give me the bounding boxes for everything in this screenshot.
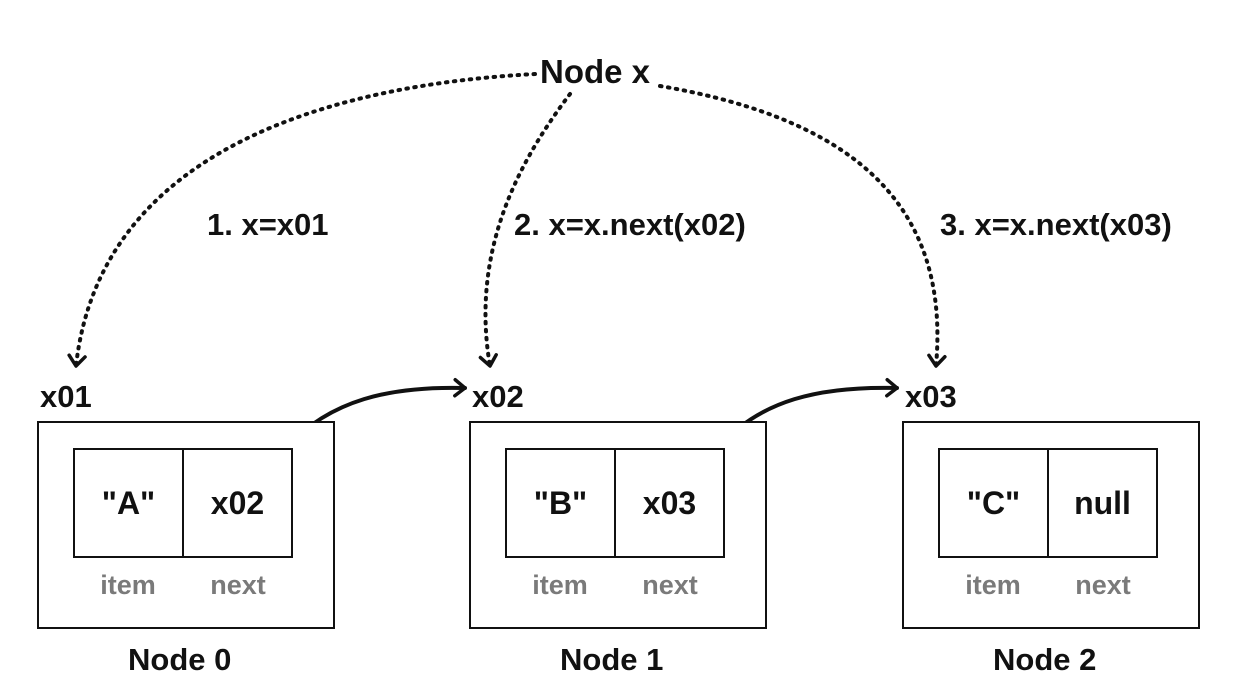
item-cell: "A" <box>73 448 183 558</box>
item-cell: "C" <box>938 448 1048 558</box>
item-field-label: item <box>100 570 156 600</box>
node-x-title: Node x <box>540 53 651 90</box>
next-cell: x02 <box>183 448 293 558</box>
node-name-label: Node 1 <box>560 642 664 677</box>
node-address-label: x02 <box>472 379 524 414</box>
next-field-label: next <box>642 570 698 600</box>
pointer-arrow-step-2 <box>478 92 572 368</box>
node-name-label: Node 0 <box>128 642 232 677</box>
pointer-arrow-step-1 <box>67 72 537 368</box>
node-address-label: x01 <box>40 379 92 414</box>
pointer-arrow-step-3 <box>658 84 947 368</box>
next-cell: x03 <box>615 448 725 558</box>
node-address-label: x03 <box>905 379 957 414</box>
item-cell: "B" <box>505 448 615 558</box>
node-name-label: Node 2 <box>993 642 1097 677</box>
item-field-label: item <box>532 570 588 600</box>
step-label-3: 3. x=x.next(x03) <box>940 207 1172 242</box>
item-field-label: item <box>965 570 1021 600</box>
next-field-label: next <box>210 570 266 600</box>
step-label-1: 1. x=x01 <box>207 207 329 242</box>
next-field-label: next <box>1075 570 1131 600</box>
step-label-2: 2. x=x.next(x02) <box>514 207 746 242</box>
next-cell: null <box>1048 448 1158 558</box>
